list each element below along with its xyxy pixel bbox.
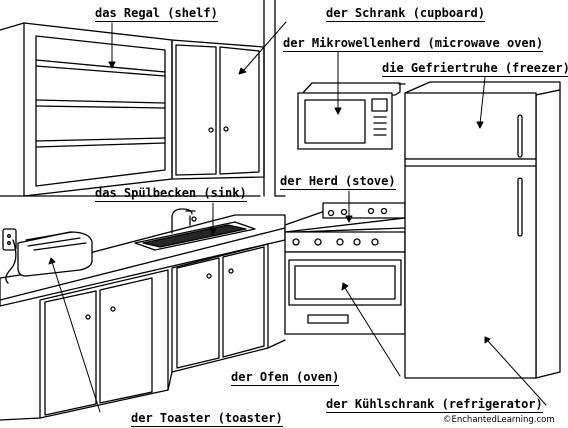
stove [284,202,406,335]
microwave [297,82,406,150]
label-freezer: die Gefriertruhe (freezer) [382,61,568,77]
toaster [17,231,93,277]
refrigerator [404,81,561,379]
label-sink: das Spülbecken (sink) [95,186,247,202]
lower-cabinets [0,214,286,421]
label-stove: der Herd (stove) [280,174,396,190]
copyright-text: ©EnchantedLearning.com [443,415,555,425]
room-walls [0,0,286,197]
label-refrigerator: der Kühlschrank (refrigerator) [326,397,543,413]
shelf-unit [23,22,173,197]
outlet [2,228,17,284]
pointer-lines [48,21,547,413]
label-shelf: das Regal (shelf) [95,6,218,22]
label-toaster: der Toaster (toaster) [131,411,283,427]
label-microwave: der Mikrowellenherd (microwave oven) [283,36,544,52]
label-cupboard: der Schrank (cupboard) [326,6,485,22]
sink [134,208,256,251]
label-oven: der Ofen (oven) [231,370,340,386]
upper-cupboard [171,39,265,180]
